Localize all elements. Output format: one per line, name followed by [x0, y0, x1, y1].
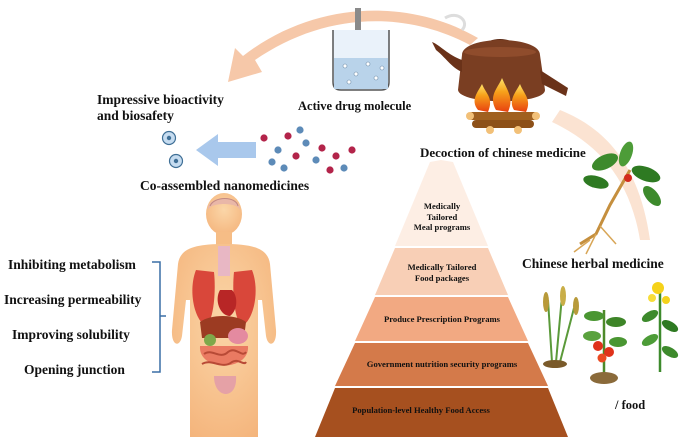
pyramid-tier-label: Medically Tailored Meal programs	[413, 201, 471, 232]
rice-plant-icon	[543, 286, 579, 368]
flower-plant-icon	[641, 282, 679, 372]
label-active-drug: Active drug molecule	[298, 99, 412, 113]
human-body-icon	[171, 193, 277, 437]
label-bioactivity: Impressive bioactivity and biosafety	[97, 92, 224, 123]
pyramid-tier-label: Produce Prescription Programs	[384, 314, 500, 324]
pyramid-tier-4	[335, 343, 548, 386]
effect-item: Opening junction	[24, 362, 125, 377]
pyramid-tier-label: Population-level Healthy Food Access	[352, 405, 490, 415]
effect-item: Increasing permeability	[4, 292, 142, 307]
label-food: / food	[615, 398, 646, 412]
label-nanomedicines: Co-assembled nanomedicines	[140, 178, 310, 193]
nanoparticle-icon	[161, 130, 184, 169]
effect-item: Improving solubility	[12, 327, 130, 342]
fire-icon	[466, 78, 540, 134]
pyramid-tier-5	[315, 388, 568, 437]
pyramid-tier-label: Government nutrition security programs	[366, 359, 518, 369]
curved-flow-arrow	[228, 10, 478, 82]
teapot-icon	[432, 13, 568, 102]
pyramid-tier-label: Medically Tailored Food packages	[407, 262, 477, 283]
nano-arrow	[196, 134, 256, 166]
pyramid-tier-1	[395, 162, 488, 246]
tomato-plant-icon	[583, 310, 627, 384]
effects-bracket	[152, 261, 166, 373]
beaker-icon	[332, 8, 390, 91]
pyramid-tier-3	[355, 297, 528, 341]
pyramid-tier-2	[375, 248, 508, 295]
effect-item: Inhibiting metabolism	[8, 257, 136, 272]
pyramid	[315, 160, 568, 437]
particle-cloud	[260, 126, 356, 174]
label-herbal: Chinese herbal medicine	[522, 256, 664, 271]
ginseng-icon	[573, 141, 661, 255]
pyramid-tier-1-cap	[430, 160, 453, 162]
label-decoction: Decoction of chinese medicine	[420, 145, 586, 160]
